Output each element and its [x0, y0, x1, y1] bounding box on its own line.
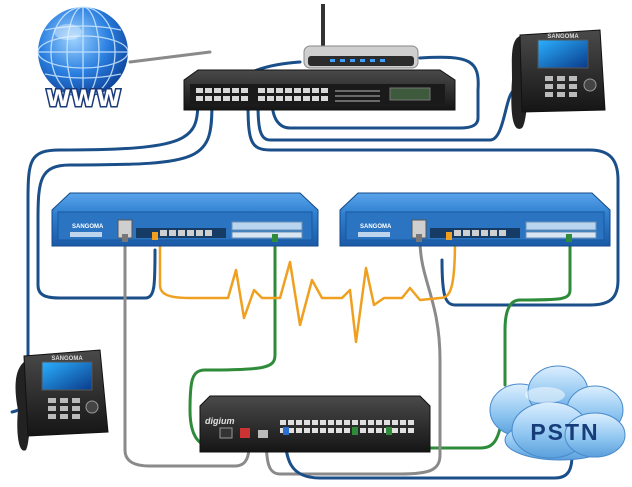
- phone-brand-left: SANGOMA: [51, 356, 83, 362]
- globe-icon: [37, 6, 129, 98]
- cable-server-right-green: [503, 238, 572, 387]
- cable-left-server-loop: [36, 100, 214, 300]
- network-switch-icon: [183, 69, 456, 111]
- wifi-router-icon: [303, 4, 419, 69]
- cable-switch-router-right: [270, 55, 480, 130]
- cable-gray-right: [264, 238, 442, 476]
- internet-label: WWW: [46, 87, 122, 112]
- cable-gateway-pstn: [283, 428, 574, 480]
- pstn-label: PSTN: [530, 419, 599, 445]
- cable-outer-right: [246, 100, 620, 307]
- cables: [10, 50, 620, 480]
- phone-brand-top: SANGOMA: [547, 34, 579, 40]
- server-right-brand: SANGOMA: [360, 224, 392, 230]
- telephony-gateway-icon: digium: [199, 395, 431, 453]
- internet-node: WWW: [37, 6, 129, 114]
- desk-phone-icon: SANGOMA: [511, 29, 606, 129]
- rack-server-icon: SANGOMA: [51, 192, 319, 247]
- heartbeat-link: [158, 238, 457, 344]
- cable-www-switch: [128, 50, 212, 64]
- rack-server-icon: SANGOMA: [339, 192, 611, 247]
- cloud-icon: [489, 365, 626, 461]
- gateway-brand: digium: [205, 416, 235, 426]
- desk-phone-icon: SANGOMA: [15, 349, 109, 451]
- server-left-brand: SANGOMA: [72, 224, 104, 230]
- cable-phone-topright: [256, 88, 517, 142]
- pstn-node: PSTN: [489, 365, 626, 461]
